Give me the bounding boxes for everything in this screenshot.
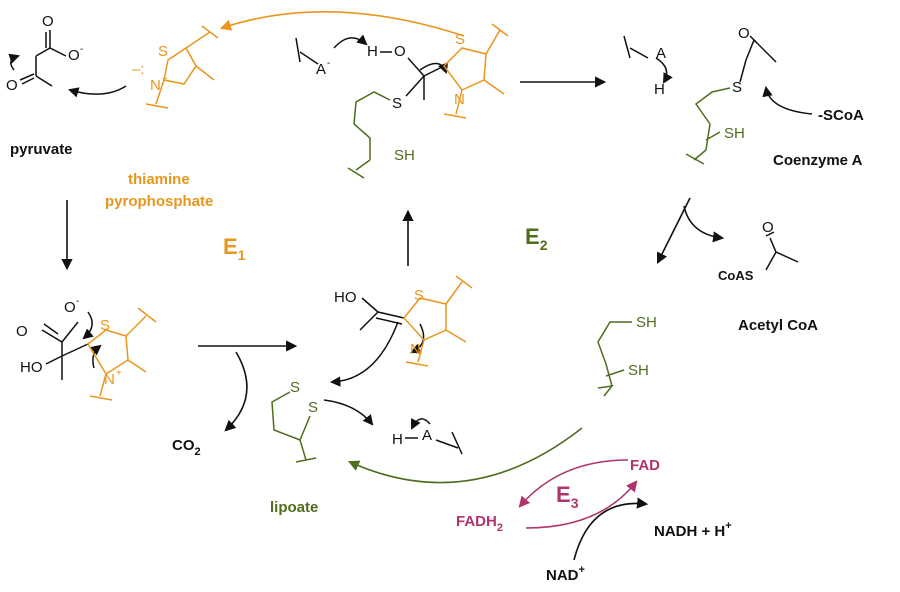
curved-push-arrow [90, 344, 102, 369]
label-fadh2: FADH2 [456, 513, 503, 534]
arrow-green-lipoate-return [347, 427, 583, 484]
label-coas: CoAS [718, 268, 754, 283]
label-pyrophosphate: pyrophosphate [105, 193, 213, 210]
atom-o: O [762, 219, 774, 236]
label-nad: NAD+ [546, 564, 585, 584]
curved-push-arrow [323, 399, 374, 426]
atom-ho: HO [334, 289, 357, 306]
dihydrolipoamide-structure [597, 321, 632, 397]
atom-s: S [100, 317, 110, 334]
atom-o: O [394, 43, 406, 60]
atom-o: O [42, 13, 54, 30]
atom-o: O [738, 25, 750, 42]
charge-minus: - [76, 296, 79, 307]
acetyl-lipoamide-structure [623, 35, 813, 165]
curved-push-arrow [8, 53, 20, 71]
arrow-orange-regeneration [219, 11, 465, 37]
atom-s: S [158, 43, 168, 60]
atom-n: N [410, 341, 421, 358]
atom-o: O [16, 323, 28, 340]
arrow-e3-to-fadh2 [518, 459, 629, 508]
label-e1: E1 [223, 234, 246, 263]
lactyl-tpp-structure [41, 307, 157, 401]
charge-minus: - [80, 44, 83, 55]
arrow-nad-to-nadh [573, 497, 649, 561]
atom-sh: SH [394, 147, 415, 164]
curved-push-arrow-carbanion [67, 85, 127, 98]
charge-plus: + [116, 368, 122, 379]
curved-push-arrow [411, 418, 431, 430]
pyruvate-structure [8, 30, 127, 98]
base-top [295, 34, 368, 65]
atom-s: S [392, 95, 402, 112]
label-co2: CO2 [172, 437, 201, 458]
curved-push-arrow [329, 321, 399, 387]
atom-sh: SH [628, 362, 649, 379]
label-e2: E2 [525, 224, 548, 253]
acetyl-coa-structure [765, 231, 799, 271]
label-thiamine: thiamine [128, 171, 190, 188]
atom-sh: SH [636, 314, 657, 331]
atom-a: A [656, 45, 666, 62]
label-acetyl-coa: Acetyl CoA [738, 317, 818, 334]
charge-plus: + [162, 74, 168, 85]
atom-s: S [290, 379, 300, 396]
carbanion: –: [132, 61, 145, 78]
atom-n-plus: N [104, 371, 115, 388]
atom-o-minus: O [64, 299, 76, 316]
arrow-co2-release [224, 351, 248, 432]
main-arrows [61, 11, 725, 561]
curved-push-arrow [762, 85, 813, 115]
lipoate-structure [271, 391, 374, 463]
atom-sh: SH [724, 125, 745, 142]
label-scoa: -SCoA [818, 107, 864, 124]
atom-s: S [455, 31, 465, 48]
atom-s: S [308, 399, 318, 416]
curved-push-arrow [419, 62, 448, 74]
label-nadh: NADH + H+ [654, 520, 732, 540]
atom-h: H [654, 81, 665, 98]
label-lipoate: lipoate [270, 499, 318, 516]
atom-n: N [454, 91, 465, 108]
label-e3: E3 [556, 482, 579, 511]
enamine-structure [329, 275, 473, 387]
arrow-coa-down [656, 197, 691, 265]
atom-o-minus: O [68, 47, 80, 64]
label-coenzyme-a: Coenzyme A [773, 152, 863, 169]
atom-s: S [414, 287, 424, 304]
atom-a: A [316, 61, 326, 78]
hydroxyethyl-lipoyl-structure [347, 23, 509, 179]
atom-a: A [422, 427, 432, 444]
charge-minus: - [327, 58, 330, 69]
label-fad: FAD [630, 457, 660, 474]
curved-push-arrow [333, 34, 368, 49]
acid-ha [405, 418, 463, 455]
atom-h: H [392, 431, 403, 448]
atom-o: O [6, 77, 18, 94]
arrow-acetylcoa-release [683, 205, 725, 243]
atom-ho: HO [20, 359, 43, 376]
atom-h: H [367, 43, 378, 60]
tpp-ylide-structure [145, 25, 219, 109]
arrow-e3-to-fad [525, 480, 638, 529]
atom-n-plus: N [150, 77, 161, 94]
atom-s: S [732, 79, 742, 96]
label-pyruvate: pyruvate [10, 141, 73, 158]
curved-push-arrow [82, 311, 94, 340]
curved-push-arrow [655, 57, 673, 84]
